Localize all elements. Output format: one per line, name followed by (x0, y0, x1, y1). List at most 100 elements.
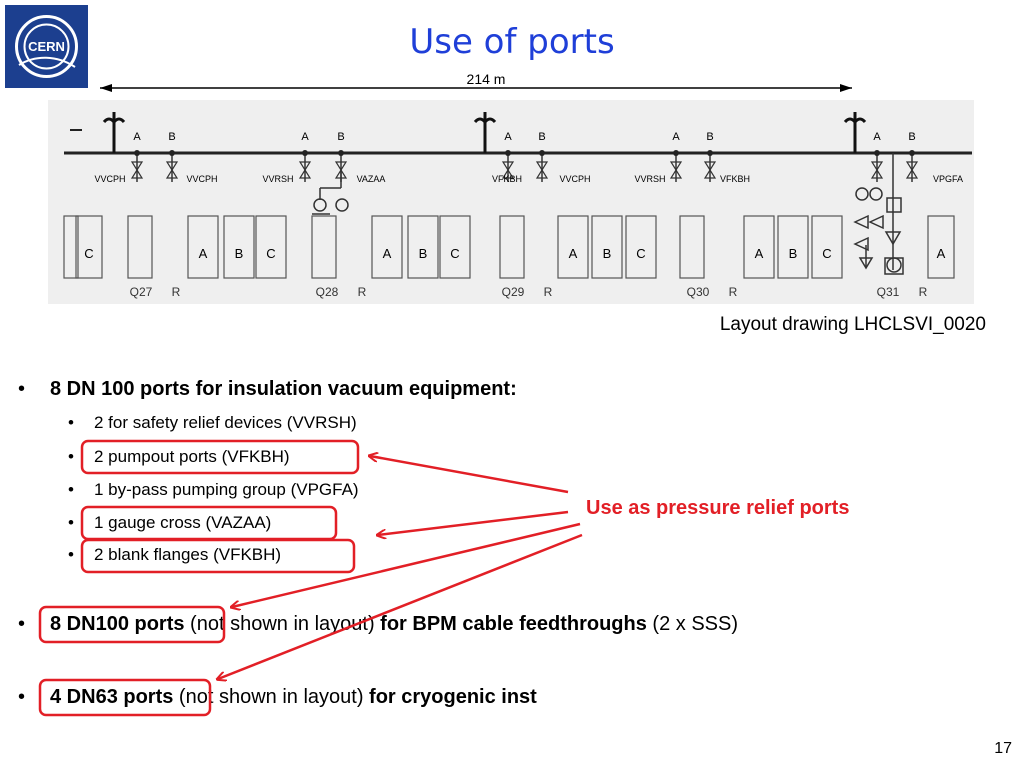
logo-text: CERN (28, 39, 65, 54)
magnet-letter: A (755, 246, 764, 261)
sub-bullet-text: 1 by-pass pumping group (VPGFA) (94, 480, 359, 499)
valve-name-label: VVCPH (186, 174, 217, 184)
bullet-dot: • (68, 413, 74, 432)
magnet-box (625, 215, 657, 279)
quad-label: Q29 (502, 285, 525, 299)
bullet-dot: • (68, 513, 74, 532)
bullet-dot: • (68, 447, 74, 466)
valve-node (909, 150, 915, 156)
bpm-ports-qty: (2 x SSS) (646, 613, 738, 635)
valve-symbol (298, 168, 312, 179)
quad-label: Q31 (877, 285, 900, 299)
valve-symbol (165, 168, 179, 179)
cryo-ports-count: 4 DN63 ports (50, 686, 174, 708)
layout-drawing: A B A B A B A B A B VVCPH VVCPH VVRSH VAZAA VFKBH VVCPH… (48, 84, 974, 304)
sub-bullet-text: 2 pumpout ports (VFKBH) (94, 447, 290, 466)
sub-bullet-text: 1 gauge cross (VAZAA) (94, 513, 272, 532)
magnet-letter: A (937, 246, 946, 261)
valve-symbol (870, 161, 884, 172)
magnet-box (371, 215, 403, 279)
magnet-box (679, 215, 705, 279)
magnet-box (557, 215, 589, 279)
valve-symbol (535, 161, 549, 172)
sub-bullet-pumpout: • 2 pumpout ports (VFKBH) (68, 447, 290, 467)
valve-symbol (870, 168, 884, 179)
valve-symbol (669, 168, 683, 179)
magnet-box (777, 215, 809, 279)
r-label: R (919, 285, 928, 299)
valve-symbol (703, 161, 717, 172)
valve-line-label: A (133, 131, 141, 143)
valve-node (673, 150, 679, 156)
bullet-bpm-ports: • 8 DN100 ports (not shown in layout) fo… (18, 613, 738, 636)
sub-bullet-bypass: • 1 by-pass pumping group (VPGFA) (68, 480, 359, 500)
magnet-box (127, 215, 153, 279)
bpm-ports-note: (not shown in layout) (184, 613, 381, 635)
sub-bullet-text: 2 for safety relief devices (VVRSH) (94, 413, 357, 432)
bullet-cryo-ports: • 4 DN63 ports (not shown in layout) for… (18, 686, 537, 709)
sub-bullet-safety-relief: • 2 for safety relief devices (VVRSH) (68, 413, 357, 433)
vazaa-gauge (312, 170, 349, 215)
valve-symbol (535, 168, 549, 179)
valve-line-label: B (538, 131, 545, 143)
valve-name-label: VVCPH (94, 174, 125, 184)
magnet-letter: A (383, 246, 392, 261)
pressure-relief-annotation: Use as pressure relief ports (586, 497, 850, 519)
valve-symbol (669, 161, 683, 172)
cryo-ports-purpose: for cryogenic inst (369, 686, 537, 708)
valve-line-label: B (168, 131, 175, 143)
valve-symbol (905, 168, 919, 179)
valve-symbol (501, 168, 515, 179)
magnet-box (591, 215, 623, 279)
quad-label: Q30 (687, 285, 710, 299)
magnet-box (743, 215, 775, 279)
sub-bullet-gauge: • 1 gauge cross (VAZAA) (68, 513, 272, 533)
valve-name-label: VFKBH (720, 174, 750, 184)
magnet-letter: B (235, 246, 244, 261)
bullet-dot: • (68, 545, 74, 564)
magnet-box (927, 215, 955, 279)
magnet-letter: C (266, 246, 275, 261)
magnet-box (255, 215, 287, 279)
valve-line-label: B (337, 131, 344, 143)
valve-symbol (165, 161, 179, 172)
valve-line-label: A (301, 131, 309, 143)
quad-label: Q28 (316, 285, 339, 299)
magnet-letter: A (569, 246, 578, 261)
vpgfa-pumping-group (853, 153, 904, 275)
cern-logo-graphic: CERN (5, 5, 88, 88)
magnet-letter: C (84, 246, 93, 261)
magnet-box (311, 215, 337, 279)
magnet-box (75, 215, 103, 279)
magnet-box (223, 215, 255, 279)
cern-logo: CERN (5, 5, 88, 88)
valve-symbol (298, 161, 312, 172)
valve-name-label: VPGFA (933, 174, 963, 184)
magnet-letter: A (199, 246, 208, 261)
bullet-dot: • (68, 480, 74, 499)
r-label: R (358, 285, 367, 299)
valve-node (505, 150, 511, 156)
valve-node (169, 150, 175, 156)
sub-bullet-blank-flanges: • 2 blank flanges (VFKBH) (68, 545, 282, 565)
bullet-insulation-vacuum: • 8 DN 100 ports for insulation vacuum e… (18, 378, 517, 401)
valve-name-label: VVCPH (559, 174, 590, 184)
magnet-box (407, 215, 439, 279)
valve-node (338, 150, 344, 156)
valve-name-label: VVRSH (262, 174, 293, 184)
magnet-letter: B (603, 246, 612, 261)
magnet-box (63, 215, 79, 279)
page-number: 17 (994, 740, 1012, 757)
valve-symbol (334, 161, 348, 172)
bullet-text: 8 DN 100 ports for insulation vacuum equ… (50, 378, 517, 400)
magnet-letter: B (789, 246, 798, 261)
sub-bullet-text: 2 blank flanges (VFKBH) (94, 545, 282, 564)
magnet-box (439, 215, 471, 279)
bpm-ports-purpose: for BPM cable feedthroughs (380, 613, 647, 635)
magnet-box (499, 215, 525, 279)
bullet-dot: • (18, 686, 26, 708)
bullet-dot: • (18, 613, 26, 635)
valve-name-label: VAZAA (357, 174, 386, 184)
